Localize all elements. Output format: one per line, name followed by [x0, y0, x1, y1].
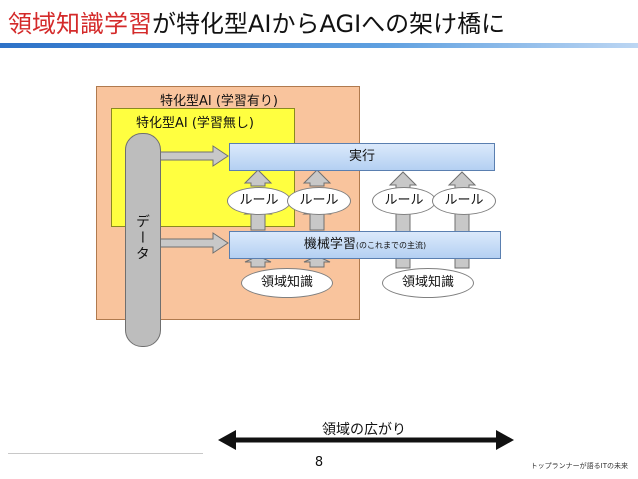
spread-arrow-left-head [218, 430, 236, 450]
rule-label: ルール [299, 193, 339, 208]
machine-learning-bar: 機械学習(のこれまでの主流) [229, 231, 501, 259]
non-learning-ai-label: 特化型AI (学習無し) [136, 116, 255, 131]
domain-spread-label: 領域の広がり [322, 422, 406, 438]
footer-divider [8, 453, 203, 454]
rule-label: ルール [239, 193, 279, 208]
domain-knowledge-label: 領域知識 [401, 275, 454, 290]
slide-title: 領域知識学習が特化型AIからAGIへの架け橋に [8, 4, 505, 39]
page-number: 8 [314, 455, 324, 470]
rule-label: ルール [384, 193, 424, 208]
domain-knowledge-ellipse: 領域知識 [241, 268, 333, 298]
rule-to-exec-arrow-1 [243, 169, 273, 187]
slide-title-rest: が特化型AIからAGIへの架け橋に [152, 10, 506, 38]
learning-ai-label: 特化型AI (学習有り) [160, 94, 279, 109]
data-pill [125, 133, 161, 347]
machine-learning-note: (のこれまでの主流) [355, 241, 427, 250]
footer-text: トップランナーが語るITの未来 [530, 462, 628, 470]
rule-to-exec-arrow-2 [302, 169, 332, 187]
domain-to-ml-arrow-1 [244, 255, 272, 268]
execute-bar: 実行 [229, 143, 495, 171]
rule-ellipse: ルール [227, 187, 291, 215]
domain-to-ml-arrow-2 [303, 255, 331, 268]
rule-label: ルール [444, 193, 484, 208]
spread-arrow-right-head [496, 430, 514, 450]
domain-knowledge-label: 領域知識 [260, 275, 313, 290]
rule-ellipse: ルール [372, 187, 436, 215]
domain-knowledge-ellipse: 領域知識 [382, 268, 474, 298]
slide-title-highlight: 領域知識学習 [8, 10, 152, 38]
title-underline [0, 43, 638, 48]
rule-ellipse: ルール [287, 187, 351, 215]
data-to-ml-arrow [158, 232, 229, 254]
data-to-exec-arrow [158, 145, 229, 167]
rule-ellipse: ルール [432, 187, 496, 215]
machine-learning-label: 機械学習 [303, 237, 356, 252]
data-label: データ [134, 214, 150, 262]
execute-label: 実行 [348, 149, 375, 164]
